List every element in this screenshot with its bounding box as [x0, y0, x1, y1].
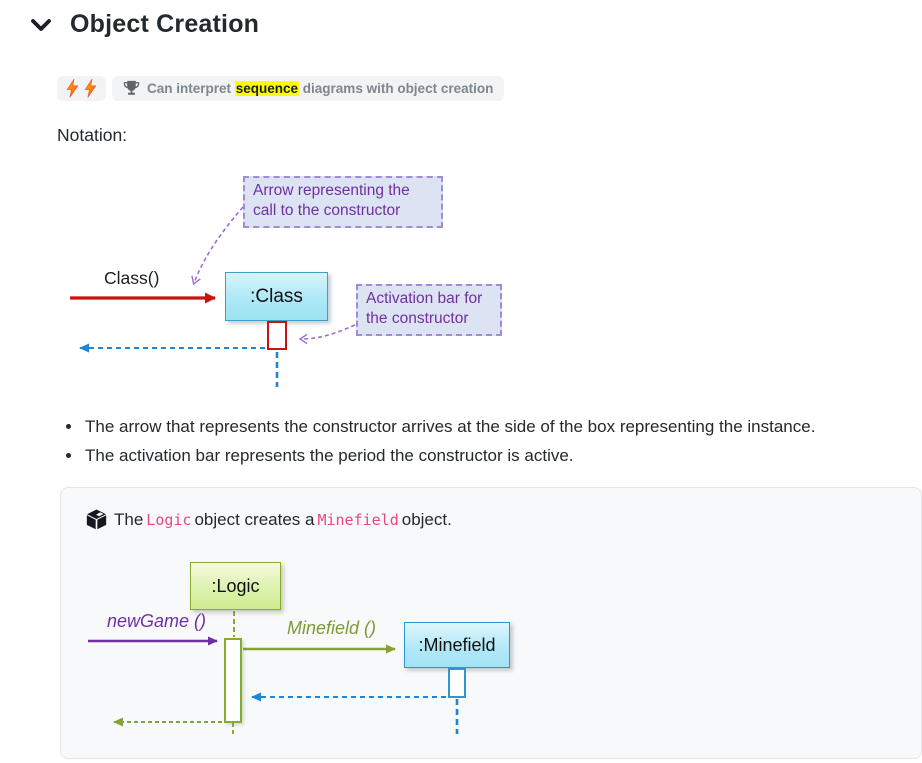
difficulty-badge[interactable]: [57, 76, 106, 101]
code-logic: Logic: [146, 510, 192, 529]
lightning-icon: [66, 79, 79, 98]
code-minefield: Minefield: [317, 510, 399, 529]
minefield-activation-bar: [448, 668, 466, 698]
bullet-text: The arrow that represents the constructo…: [85, 417, 816, 436]
learning-outcome-badge[interactable]: Can interpret sequence diagrams with obj…: [112, 76, 505, 101]
lightning-icon: [84, 79, 97, 98]
chevron-down-icon[interactable]: [29, 15, 53, 37]
bullet-icon: [66, 453, 71, 459]
notes-list: The arrow that represents the constructo…: [62, 416, 912, 474]
class-object-box: :Class: [225, 272, 328, 321]
cube-icon: [86, 509, 107, 530]
constructor-call-label: Class(): [104, 268, 160, 288]
trophy-icon: [123, 80, 140, 95]
annotation-activation-bar: Activation bar for the constructor: [356, 284, 502, 336]
logic-object-box: :Logic: [190, 562, 281, 610]
outcome-text: Can interpret sequence diagrams with obj…: [147, 81, 494, 96]
page-title: Object Creation: [70, 10, 260, 38]
list-item: The arrow that represents the constructo…: [62, 416, 912, 438]
sentence-text: object creates a: [194, 509, 315, 529]
constructor-activation-bar: [267, 321, 287, 350]
bullet-text: The activation bar represents the period…: [85, 446, 574, 466]
minefield-call-label: Minefield (): [287, 618, 377, 638]
example-sentence: The Logic object creates a Minefield obj…: [86, 509, 452, 530]
annotation-constructor-arrow: Arrow representing the call to the const…: [243, 176, 443, 228]
list-item: The activation bar represents the period…: [62, 445, 912, 467]
notation-label: Notation:: [57, 125, 128, 145]
minefield-object-box: :Minefield: [404, 622, 510, 668]
logic-activation-bar: [224, 638, 242, 723]
bullet-icon: [66, 424, 71, 429]
highlight-sequence: sequence: [234, 81, 300, 96]
sentence-text: The: [114, 509, 144, 529]
sentence-text: object.: [401, 509, 452, 529]
newgame-call-label: newGame (): [107, 611, 207, 631]
